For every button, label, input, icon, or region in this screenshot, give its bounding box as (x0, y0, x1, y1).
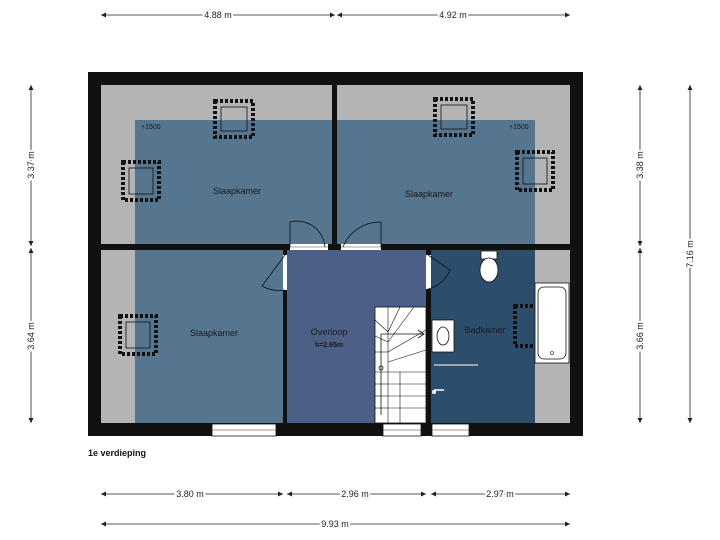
dimension-top-left (101, 12, 335, 18)
room-label-bedroom-bottom-left: Slaapkamer (190, 328, 238, 338)
door-gap-bathroom (426, 255, 431, 289)
dimension-top-right (337, 12, 570, 18)
roof-window-left-wall (121, 160, 161, 202)
sink (431, 319, 455, 353)
room-label-landing: Overloop (311, 327, 348, 337)
dimension-bottom-total (101, 521, 570, 527)
wall-vertical-landing-right (426, 244, 431, 436)
door-swing-top-left (289, 220, 326, 248)
dimension-bottom-1 (101, 491, 283, 497)
landing-height-label: h=2.65m (315, 342, 343, 349)
room-label-bathroom: Badkamer (464, 325, 505, 335)
roof-window-bottom-left (118, 314, 158, 356)
bedroom-top-left-floor (135, 120, 332, 244)
wall-vertical-landing-left (283, 244, 287, 436)
toilet (479, 250, 499, 283)
dimension-label-left-upper: 3.37 m (26, 151, 36, 179)
dimension-bottom-2 (287, 491, 426, 497)
roof-window-top-left (213, 99, 255, 139)
dimension-left-lower (28, 248, 34, 423)
wall-vertical-top (332, 72, 337, 250)
staircase (374, 306, 427, 424)
height-mark-left: +1500 (141, 124, 161, 131)
dimension-label-right-upper: 3.38 m (635, 151, 645, 179)
roof-window-right-wall (515, 150, 555, 192)
door-swing-bottom-left (261, 254, 286, 291)
dimension-left-upper (28, 85, 34, 246)
door-swing-bathroom (427, 254, 451, 290)
dimension-right-lower (637, 248, 643, 423)
room-label-bedroom-top-left: Slaapkamer (213, 186, 261, 196)
bedroom-bottom-left-floor (135, 250, 283, 423)
dimension-bottom-3 (431, 491, 570, 497)
dimension-label-bottom-3: 2.97 m (486, 489, 514, 499)
bathtub (534, 282, 570, 364)
dimension-label-top-left: 4.88 m (204, 10, 232, 20)
dimension-label-bottom-total: 9.93 m (321, 519, 349, 529)
floor-label: 1e verdieping (88, 448, 147, 458)
room-label-bedroom-top-right: Slaapkamer (405, 189, 453, 199)
shower-drain (432, 364, 478, 394)
dimension-label-right-lower: 3.66 m (635, 322, 645, 350)
roof-window-bathroom (513, 304, 541, 348)
dimension-right-upper (637, 85, 643, 246)
roof-window-top-right (433, 97, 475, 137)
door-gap-bedroom-bottom-left (283, 255, 287, 290)
dimension-label-bottom-2: 2.96 m (341, 489, 369, 499)
dimension-label-left-lower: 3.64 m (26, 322, 36, 350)
dimension-label-right-total: 7.16 m (685, 240, 695, 268)
door-swing-top-right (342, 221, 382, 248)
dimension-label-top-right: 4.92 m (439, 10, 467, 20)
dimension-right-total (687, 85, 693, 423)
height-mark-right: +1500 (509, 124, 529, 131)
dimension-label-bottom-1: 3.80 m (176, 489, 204, 499)
bedroom-top-right-floor (337, 120, 535, 244)
